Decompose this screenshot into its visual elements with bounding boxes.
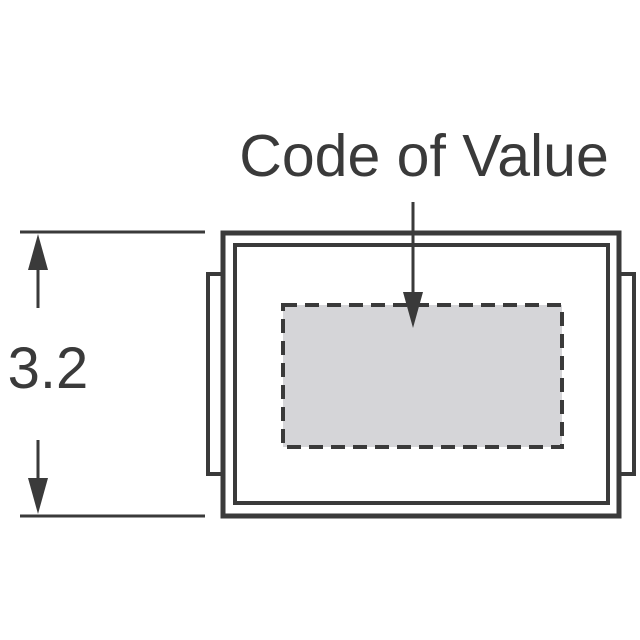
- marking-area: [281, 303, 564, 449]
- package-inner-outline: [233, 243, 610, 505]
- package-outer-outline: [220, 230, 622, 519]
- dimension-arrow-up: [28, 234, 48, 270]
- marking-label: Code of Value: [239, 123, 609, 189]
- dimension-arrow-down: [28, 478, 48, 514]
- left-terminal: [206, 272, 223, 476]
- marking-pointer-arrowhead: [403, 292, 423, 328]
- right-terminal: [619, 272, 636, 476]
- dimension-value: 3.2: [8, 336, 89, 401]
